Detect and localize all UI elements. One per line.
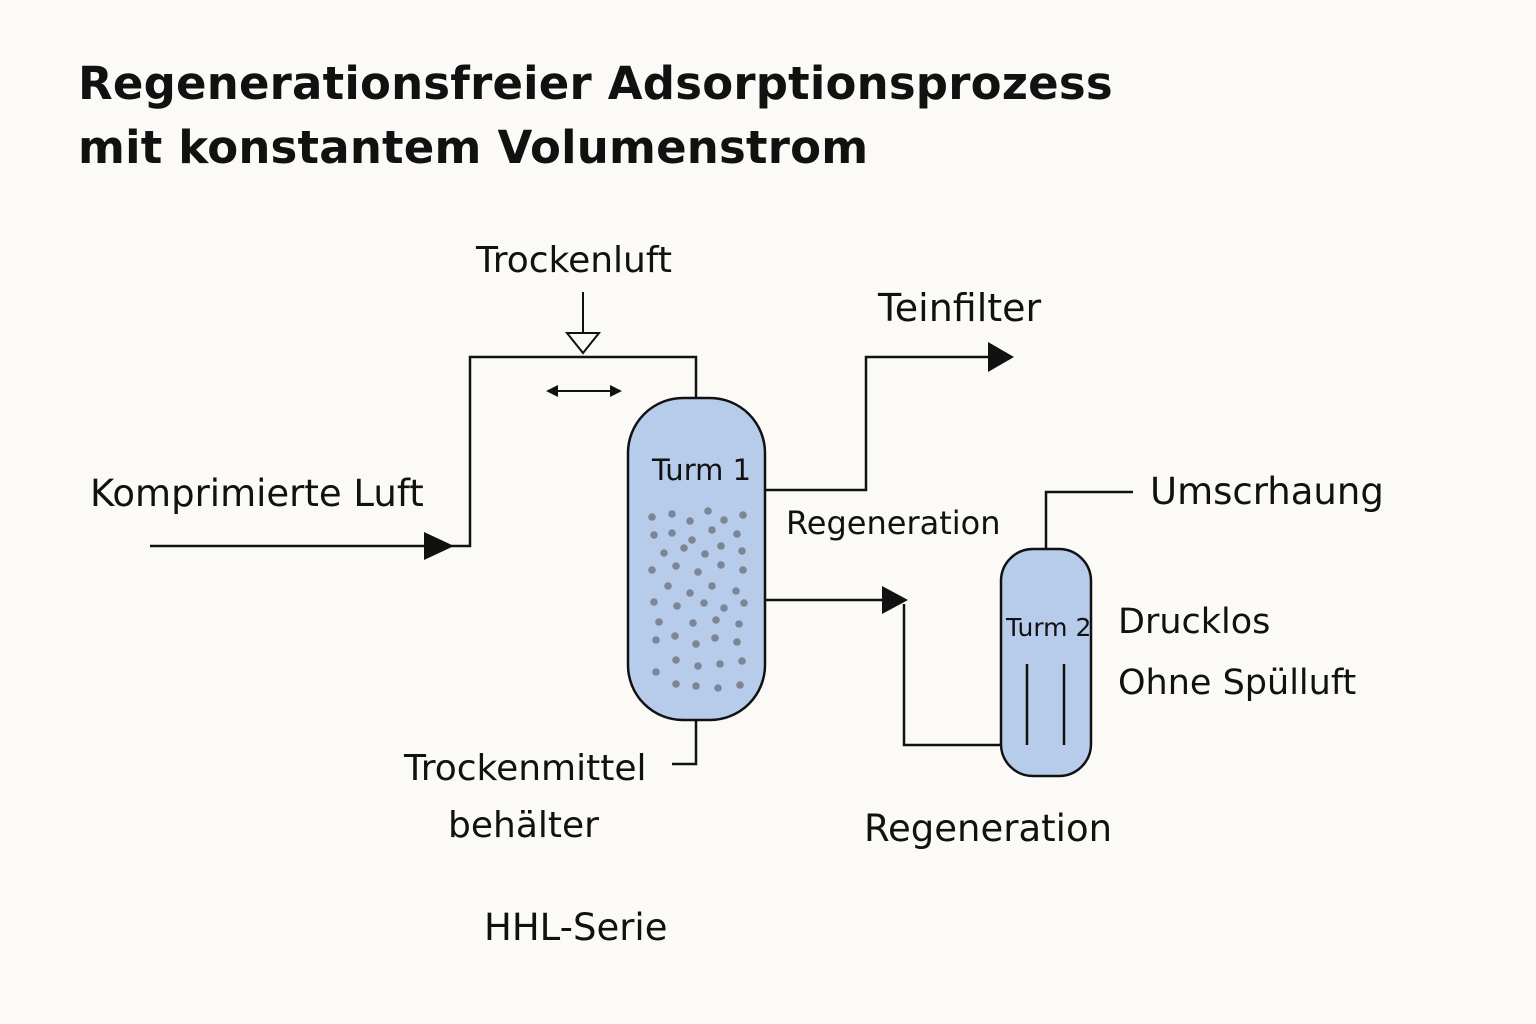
- label-komprimierte-luft: Komprimierte Luft: [90, 472, 424, 515]
- tower-1-vessel: [626, 396, 767, 722]
- label-behaelter: behälter: [448, 805, 599, 846]
- diagram-title: Regenerationsfreier Adsorptionsprozess m…: [78, 52, 1113, 180]
- outlet-arrowhead: [988, 342, 1014, 372]
- label-trockenluft: Trockenluft: [475, 240, 672, 281]
- inlet-arrowhead: [424, 532, 454, 560]
- switchover-pipe: [1044, 490, 1133, 549]
- desiccant-connector: [672, 718, 698, 766]
- label-teinfilter: Teinfilter: [877, 286, 1042, 330]
- regeneration-arrowhead: [882, 586, 908, 614]
- label-turm-2: Turm 2: [1005, 613, 1091, 642]
- label-drucklos: Drucklos: [1118, 602, 1270, 642]
- double-arrow-icon: [546, 385, 622, 397]
- label-turm-1: Turm 1: [651, 453, 751, 487]
- label-umscrhaung: Umscrhaung: [1150, 470, 1384, 513]
- tower-2-vessel: [999, 547, 1093, 778]
- label-trockenmittel: Trockenmittel: [403, 748, 647, 789]
- outlet-pipe: [765, 355, 992, 492]
- label-ohne-spuelluft: Ohne Spülluft: [1118, 663, 1356, 703]
- dry-air-inlet-arrow-icon: [564, 292, 602, 355]
- label-regeneration-mid: Regeneration: [786, 504, 1001, 542]
- title-line-1: Regenerationsfreier Adsorptionsprozess: [78, 57, 1113, 110]
- label-regeneration-bottom: Regeneration: [864, 807, 1112, 850]
- title-line-2: mit konstantem Volumenstrom: [78, 121, 869, 174]
- tower-1-desiccant-pellets: [648, 507, 748, 692]
- inlet-pipe: [150, 355, 698, 548]
- label-hhl-serie: HHL-Serie: [484, 906, 667, 949]
